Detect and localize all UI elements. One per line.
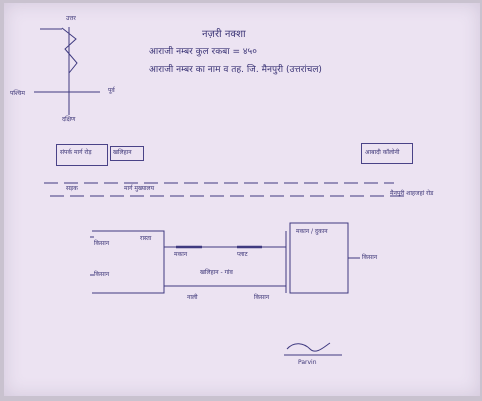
legend-box-link-road-label: संपर्क मार्ग रोड़ [60, 149, 92, 156]
sketch-lines [34, 27, 404, 356]
compass-north-label: उत्तर [66, 15, 76, 22]
legend-box-settlement-label: आबादी कॉलोनी [365, 149, 400, 156]
north-arrow-zigzag [61, 27, 78, 74]
signature-flourish [286, 342, 331, 352]
right-plot-box-label: मकान / दुकान [296, 228, 328, 235]
plot-bottom-label-a: नाली [187, 294, 198, 301]
legend-box-threshing-floor-label: खलिहान [113, 149, 132, 156]
road-label-right: मैनपुरी शाहजहां रोड [390, 190, 434, 197]
legend-box-settlement: आबादी कॉलोनी [361, 143, 413, 164]
road-label-left: सड़क [66, 185, 78, 192]
document-title: नज़री नक्शा [202, 29, 246, 40]
compass-west-label: पश्चिम [10, 90, 25, 97]
signature-text: Parvin [298, 359, 317, 366]
legend-box-threshing-floor: खलिहान [110, 146, 144, 161]
plot-center-label: खलिहान - गांव [200, 269, 233, 276]
header-line-2: आराजी नम्बर का नाम व तह. जि. मैनपुरी (उत… [149, 65, 322, 75]
plot-left-top-label: किसान [94, 240, 110, 247]
compass-east-label: पूर्व [108, 87, 115, 94]
plot-bottom-label-b: किसान [254, 294, 270, 301]
left-plot-outline [92, 230, 165, 294]
plot-inner-label-b: प्लाट [237, 251, 248, 258]
plot-corner-label: रास्ता [140, 235, 152, 242]
plot-inner-label-a: मकान [174, 251, 188, 258]
road-label-middle: मार्ग मुख्यालय [124, 185, 155, 192]
header-line-1: आराजी नम्बर कुल रकबा = ४५० [149, 47, 257, 57]
plot-left-bottom-label: किसान [94, 271, 110, 278]
right-plot-outside-label: किसान [362, 254, 378, 261]
legend-box-link-road: संपर्क मार्ग रोड़ [56, 144, 108, 166]
compass-south-label: दक्षिण [62, 116, 76, 123]
document-sheet: नज़री नक्शा आराजी नम्बर कुल रकबा = ४५० आ… [4, 3, 480, 396]
